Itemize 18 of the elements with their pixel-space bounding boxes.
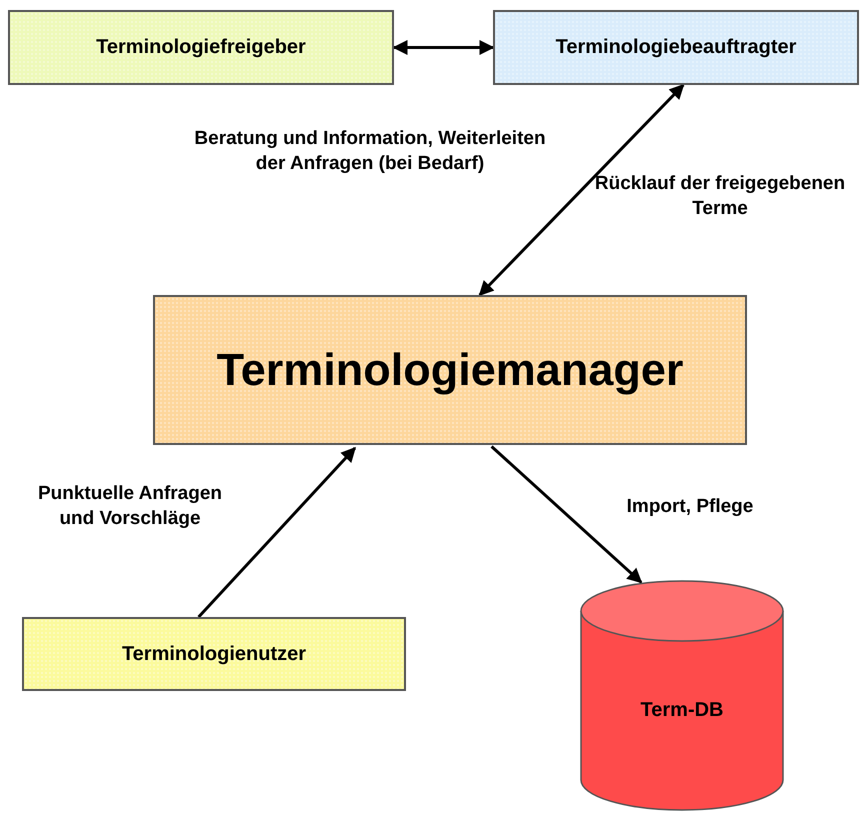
role-box [8,10,394,85]
role-box [493,10,859,85]
arrow [490,445,642,584]
role-box [22,617,406,691]
arrow [478,84,684,296]
arrow [198,446,356,618]
node-label: Terminologienutzer [122,642,306,666]
node-label: Terminologiemanager [216,344,684,396]
node-label: Terminologiefreigeber [96,36,306,59]
edge-label: Import, Pflege [626,495,754,519]
arrow [392,40,494,55]
database-cylinder [580,580,784,811]
manager-box [153,295,747,445]
edge-label: Punktuelle Anfragen und Vorschläge [36,482,224,531]
node-label: Term-DB [640,699,724,722]
edge-label: Beratung und Information, Weiterleiten der Anfragen (bei Bedarf) [193,127,547,176]
node-label: Terminologiebeauftragter [556,36,796,59]
note-label: Rücklauf der freigegebenen Terme [594,172,846,221]
